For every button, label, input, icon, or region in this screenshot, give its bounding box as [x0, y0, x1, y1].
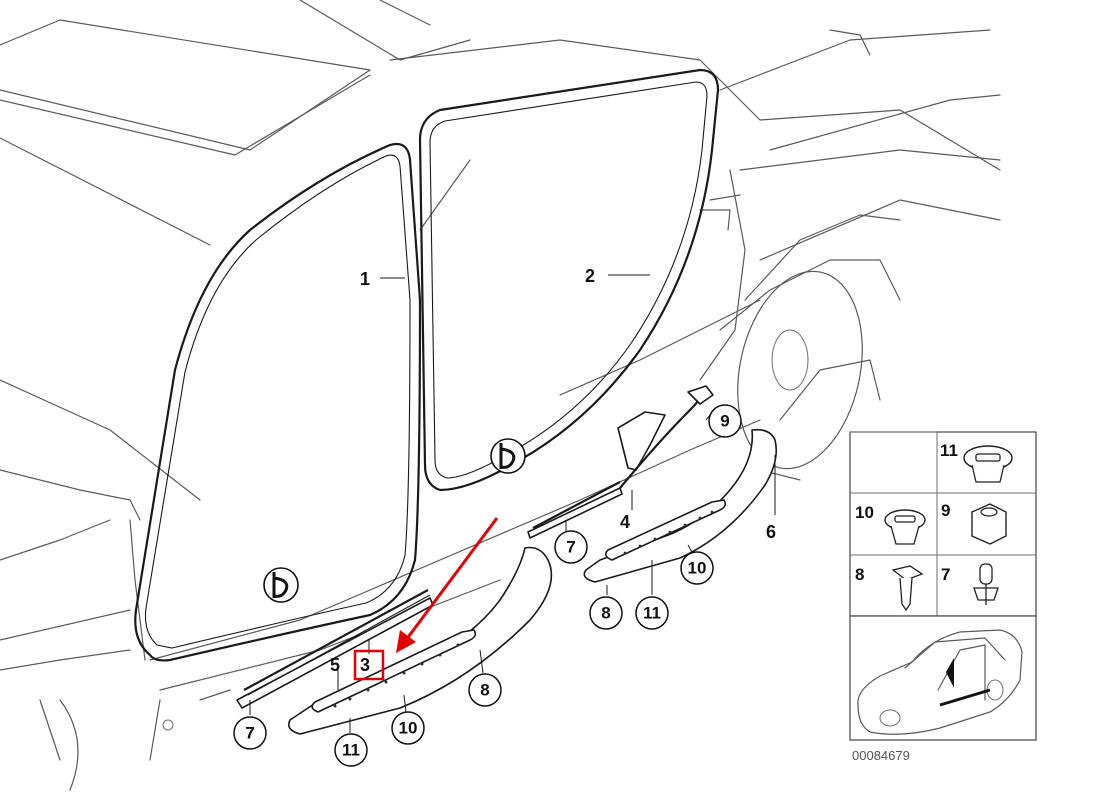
callout-1: 1: [360, 269, 370, 289]
callout-circle-10-front: 10: [391, 711, 425, 745]
callout-circle-7-front: 7: [233, 716, 267, 750]
front-cover-dots: [333, 643, 460, 708]
svg-text:7: 7: [566, 538, 575, 557]
svg-text:10: 10: [688, 559, 707, 578]
rear-door-seal: [418, 68, 720, 492]
svg-text:11: 11: [643, 604, 661, 623]
leader-lines: [249, 274, 776, 733]
red-arrowhead: [396, 630, 416, 653]
callout-circle-8-rear: 8: [589, 596, 623, 630]
rear-trim-bracket: [617, 385, 714, 489]
front-door-seal: [134, 142, 422, 662]
svg-text:10: 10: [399, 719, 418, 738]
callout-2: 2: [585, 266, 595, 286]
callout-circle-11-front: 11: [334, 733, 368, 767]
clip-11-icon: [963, 445, 1013, 483]
door-lock-icon-rear: [490, 438, 526, 474]
svg-text:9: 9: [720, 412, 729, 431]
legend-cell-10: 10: [855, 503, 926, 545]
rear-sill-seal-strip: [527, 481, 623, 539]
legend-cell-9: 9: [941, 501, 1007, 545]
highlight-annotation: [353, 517, 499, 681]
callout-3: 3: [360, 655, 370, 675]
svg-text:8: 8: [601, 604, 610, 623]
callout-circle-10-rear: 10: [680, 551, 714, 585]
highlight-box: [353, 649, 385, 681]
locator-car-thumbnail: [857, 629, 1023, 735]
legend-cell-11: 11: [940, 441, 1013, 483]
svg-text:8: 8: [480, 681, 489, 700]
svg-text:10: 10: [855, 503, 874, 522]
callout-6: 6: [766, 522, 776, 542]
legend-cell-8: 8: [855, 565, 924, 612]
svg-text:7: 7: [245, 724, 254, 743]
pin-7-icon: [973, 563, 999, 605]
svg-text:9: 9: [941, 501, 950, 520]
callouts: 1 2 5 3 4 6 7 11 10 8 7 9: [233, 266, 776, 767]
svg-text:11: 11: [940, 441, 958, 460]
svg-text:8: 8: [855, 565, 864, 584]
front-entrance-cover: [287, 546, 553, 735]
diagram-code: 00084679: [852, 748, 910, 763]
rear-cover-dots: [623, 510, 714, 555]
svg-text:7: 7: [941, 565, 950, 584]
car-body-outline: [0, 0, 1001, 791]
rear-entrance-cover: [583, 428, 778, 583]
parts-legend-table: 11 10 9 8: [849, 431, 1037, 741]
callout-circle-9: 9: [708, 404, 742, 438]
clip-10-icon: [884, 509, 926, 545]
callout-5: 5: [330, 655, 340, 675]
red-arrow: [404, 517, 499, 641]
callout-circle-7-rear: 7: [554, 530, 588, 564]
rivet-8-icon: [891, 565, 924, 612]
door-lock-icon-front: [263, 567, 299, 603]
callout-4: 4: [620, 512, 630, 532]
nut-9-icon: [971, 503, 1007, 545]
callout-circle-11-rear: 11: [635, 596, 669, 630]
legend-cell-7: 7: [941, 563, 999, 605]
callout-circle-8-front: 8: [468, 673, 502, 707]
svg-text:11: 11: [342, 741, 360, 760]
